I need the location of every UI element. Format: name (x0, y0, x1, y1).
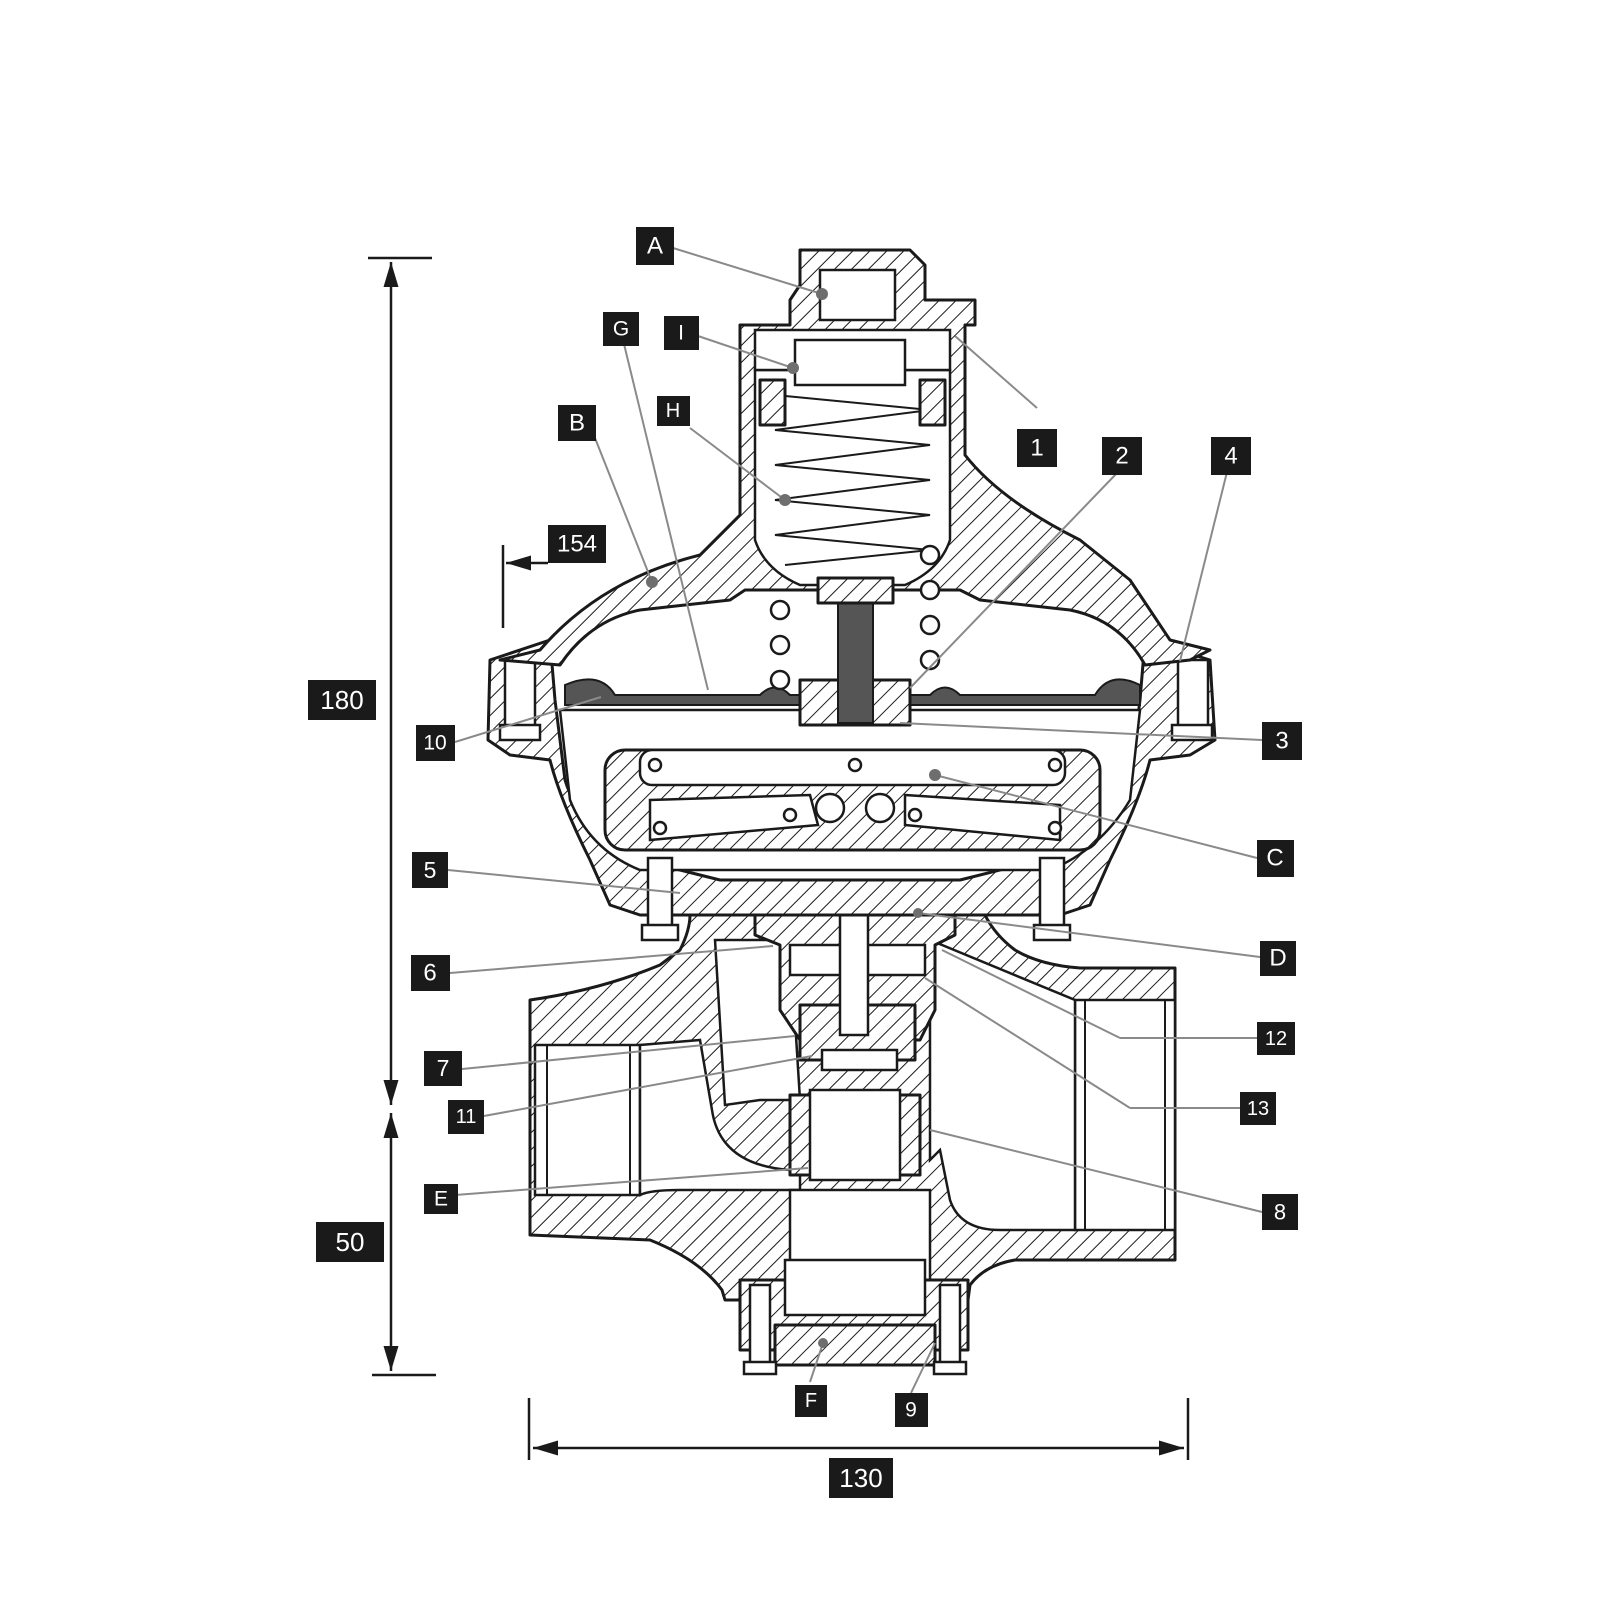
lever-left (648, 793, 820, 842)
callout-B-text: B (569, 410, 585, 437)
callout-6-text: 6 (423, 960, 436, 987)
callout-8: 8 (1262, 1194, 1298, 1230)
callout-G: G (603, 312, 639, 346)
callout-13-text: 13 (1247, 1098, 1269, 1120)
callout-D-text: D (1269, 945, 1286, 972)
callout-3-text: 3 (1275, 728, 1288, 755)
dim-130-text: 130 (839, 1463, 882, 1493)
callout-2-text: 2 (1115, 443, 1128, 470)
callout-H-text: H (666, 400, 680, 422)
orifice-seat (808, 1088, 902, 1182)
callout-11: 11 (448, 1100, 484, 1134)
callout-13: 13 (1240, 1092, 1276, 1125)
callout-F-text: F (805, 1390, 817, 1412)
callout-H: H (657, 396, 690, 426)
callout-9: 9 (895, 1393, 928, 1427)
bottom-plug (773, 1323, 937, 1367)
callout-4: 4 (1211, 437, 1251, 475)
callout-2: 2 (1102, 437, 1142, 475)
middle-housing (486, 638, 1217, 942)
callout-11-text: 11 (456, 1106, 477, 1128)
dim-label-180: 180 (308, 680, 376, 720)
callout-8-text: 8 (1274, 1200, 1286, 1225)
callout-B: B (558, 405, 596, 441)
callout-5-text: 5 (424, 857, 437, 883)
callout-1: 1 (1017, 429, 1057, 467)
leader-lines (441, 247, 1263, 1394)
callout-F: F (795, 1385, 827, 1417)
callout-10-text: 10 (423, 732, 446, 755)
callout-3: 3 (1262, 722, 1302, 760)
callout-5: 5 (412, 852, 448, 888)
inlet-port (533, 1043, 642, 1197)
dim-label-130: 130 (829, 1458, 893, 1498)
callout-A: A (636, 227, 674, 265)
valve-stem-assembly (753, 898, 957, 1072)
callout-I-text: I (678, 322, 684, 345)
callout-12: 12 (1257, 1022, 1295, 1055)
callout-10: 10 (416, 725, 455, 761)
callout-6: 6 (411, 955, 450, 991)
leader-dots (646, 288, 941, 1348)
callout-E-text: E (434, 1188, 448, 1211)
outlet-port (1073, 998, 1177, 1232)
callout-4-text: 4 (1224, 443, 1237, 470)
dimension-lines (368, 256, 1190, 1460)
callout-7: 7 (424, 1051, 462, 1086)
dim-180-text: 180 (320, 685, 363, 715)
callout-C-text: C (1266, 845, 1283, 872)
dim-label-50: 50 (316, 1222, 384, 1262)
callout-A-text: A (647, 233, 663, 260)
callout-I: I (664, 316, 699, 350)
callout-1-text: 1 (1030, 435, 1043, 462)
dim-50-text: 50 (336, 1227, 365, 1257)
callout-G-text: G (613, 318, 629, 341)
dim-label-154: 154 (548, 525, 606, 563)
callout-C: C (1257, 840, 1294, 877)
callout-9-text: 9 (905, 1399, 917, 1422)
callout-D: D (1260, 941, 1296, 976)
lever-right (903, 793, 1062, 842)
callout-E: E (424, 1184, 458, 1214)
dim-154-text: 154 (557, 531, 597, 558)
callout-12-text: 12 (1265, 1028, 1287, 1050)
callout-7-text: 7 (437, 1055, 450, 1081)
